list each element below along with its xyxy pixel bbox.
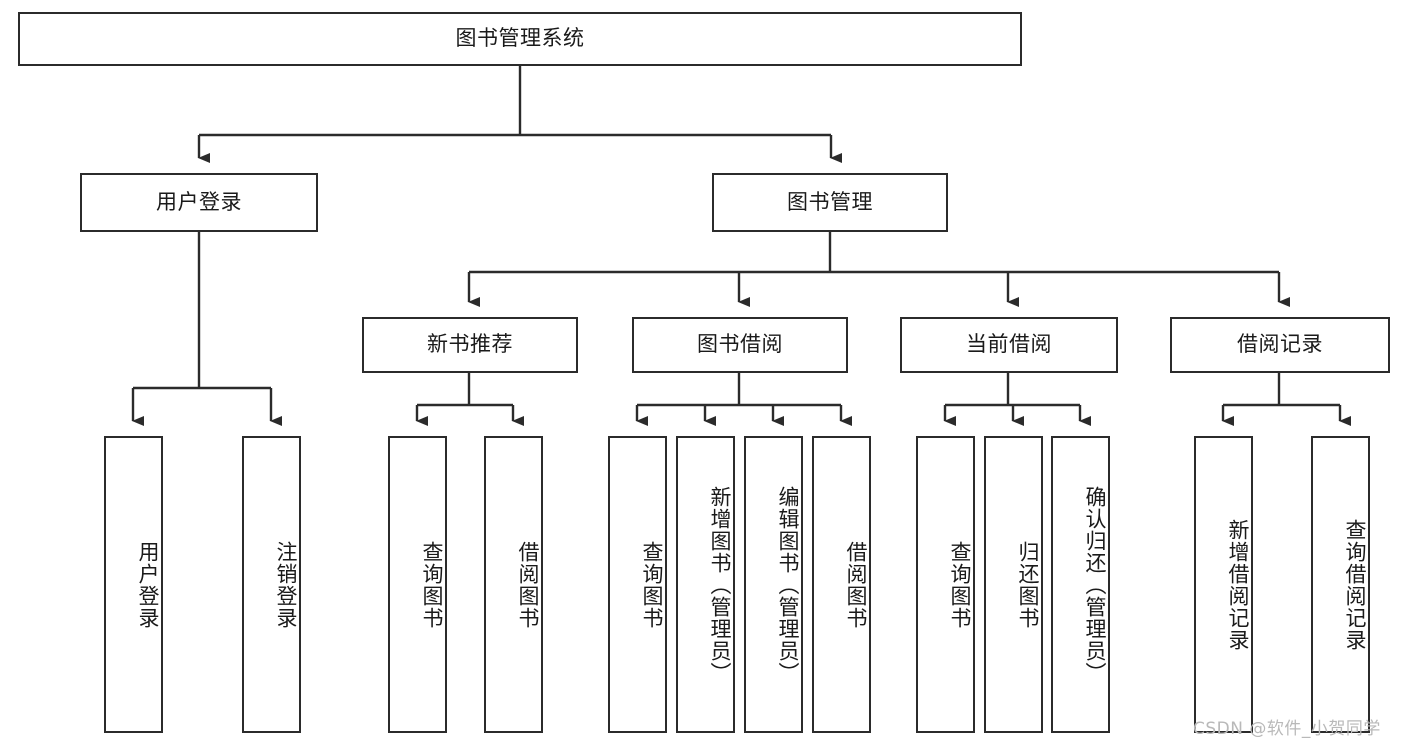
node-root-label: 图书管理系统 — [455, 26, 585, 51]
node-leaf-query-book-1[interactable]: 查询图书 — [388, 436, 447, 733]
node-leaf-query-book-3[interactable]: 查询图书 — [916, 436, 975, 733]
node-current-borrow-label: 当前借阅 — [966, 332, 1052, 357]
node-leaf-query-book-1-label: 查询图书 — [420, 540, 444, 629]
node-root[interactable]: 图书管理系统 — [18, 12, 1022, 66]
node-leaf-borrow-book-2[interactable]: 借阅图书 — [812, 436, 871, 733]
node-leaf-logout[interactable]: 注销登录 — [242, 436, 301, 733]
node-leaf-borrow-book-1-label: 借阅图书 — [516, 540, 540, 629]
node-leaf-user-login[interactable]: 用户登录 — [104, 436, 163, 733]
node-book-borrow[interactable]: 图书借阅 — [632, 317, 848, 373]
node-leaf-add-borrow-record-label: 新增借阅记录 — [1226, 518, 1250, 651]
node-book-management[interactable]: 图书管理 — [712, 173, 948, 232]
node-leaf-return-book-label: 归还图书 — [1016, 540, 1040, 629]
node-leaf-confirm-return[interactable]: 确认归还（管理员） — [1051, 436, 1110, 733]
node-leaf-edit-book[interactable]: 编辑图书（管理员） — [744, 436, 803, 733]
node-user-login[interactable]: 用户登录 — [80, 173, 318, 232]
node-leaf-query-borrow-record[interactable]: 查询借阅记录 — [1311, 436, 1370, 733]
node-leaf-query-book-2-label: 查询图书 — [640, 540, 664, 629]
node-leaf-borrow-book-1[interactable]: 借阅图书 — [484, 436, 543, 733]
node-new-book-recommend[interactable]: 新书推荐 — [362, 317, 578, 373]
node-borrow-record-label: 借阅记录 — [1237, 332, 1323, 357]
node-book-management-label: 图书管理 — [787, 189, 873, 214]
node-leaf-add-book-label: 新增图书（管理员） — [708, 485, 732, 684]
node-leaf-edit-book-label: 编辑图书（管理员） — [776, 485, 800, 684]
csdn-watermark: CSDN @软件_小贺同学 — [1193, 719, 1381, 739]
node-leaf-confirm-return-label: 确认归还（管理员） — [1083, 485, 1107, 684]
node-current-borrow[interactable]: 当前借阅 — [900, 317, 1118, 373]
node-leaf-add-book[interactable]: 新增图书（管理员） — [676, 436, 735, 733]
node-leaf-user-login-label: 用户登录 — [136, 540, 160, 629]
node-leaf-query-book-3-label: 查询图书 — [948, 540, 972, 629]
node-leaf-return-book[interactable]: 归还图书 — [984, 436, 1043, 733]
node-leaf-logout-label: 注销登录 — [274, 540, 298, 629]
node-leaf-query-book-2[interactable]: 查询图书 — [608, 436, 667, 733]
node-leaf-borrow-book-2-label: 借阅图书 — [844, 540, 868, 629]
node-borrow-record[interactable]: 借阅记录 — [1170, 317, 1390, 373]
node-leaf-query-borrow-record-label: 查询借阅记录 — [1343, 518, 1367, 651]
node-new-book-recommend-label: 新书推荐 — [427, 332, 513, 357]
node-leaf-add-borrow-record[interactable]: 新增借阅记录 — [1194, 436, 1253, 733]
node-book-borrow-label: 图书借阅 — [697, 332, 783, 357]
node-user-login-label: 用户登录 — [156, 189, 242, 214]
